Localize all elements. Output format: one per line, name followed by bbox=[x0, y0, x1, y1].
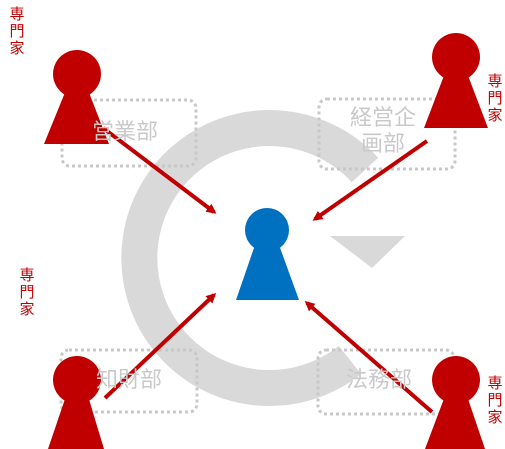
expert-label-bottom-right: 専門家 bbox=[487, 374, 503, 426]
dept-label-bottom-left: 知財部 bbox=[96, 368, 163, 393]
expert-person-icon bbox=[44, 50, 109, 144]
expert-person-icon bbox=[424, 33, 488, 128]
expert-label-middle-left: 専門家 bbox=[19, 266, 35, 318]
cycle-arrow bbox=[121, 110, 379, 407]
dept-label-top-right: 経営企画部 bbox=[349, 106, 416, 157]
center-person-icon bbox=[236, 208, 299, 300]
arrow-top-left bbox=[101, 126, 217, 214]
cycle-arrowhead bbox=[330, 236, 405, 268]
arrow-bottom-left bbox=[103, 292, 217, 400]
arrow-bottom-right bbox=[304, 301, 434, 414]
arrow-top-right bbox=[312, 139, 429, 221]
expert-label-top-left: 専門家 bbox=[9, 5, 25, 57]
dept-label-bottom-right: 法務部 bbox=[346, 368, 413, 393]
expert-person-icon bbox=[48, 356, 104, 449]
dept-label-top-left: 営業部 bbox=[92, 120, 159, 145]
expert-label-top-right: 専門家 bbox=[487, 72, 503, 124]
expert-person-icon bbox=[425, 356, 485, 449]
dept-box-bottom-left bbox=[59, 348, 199, 414]
